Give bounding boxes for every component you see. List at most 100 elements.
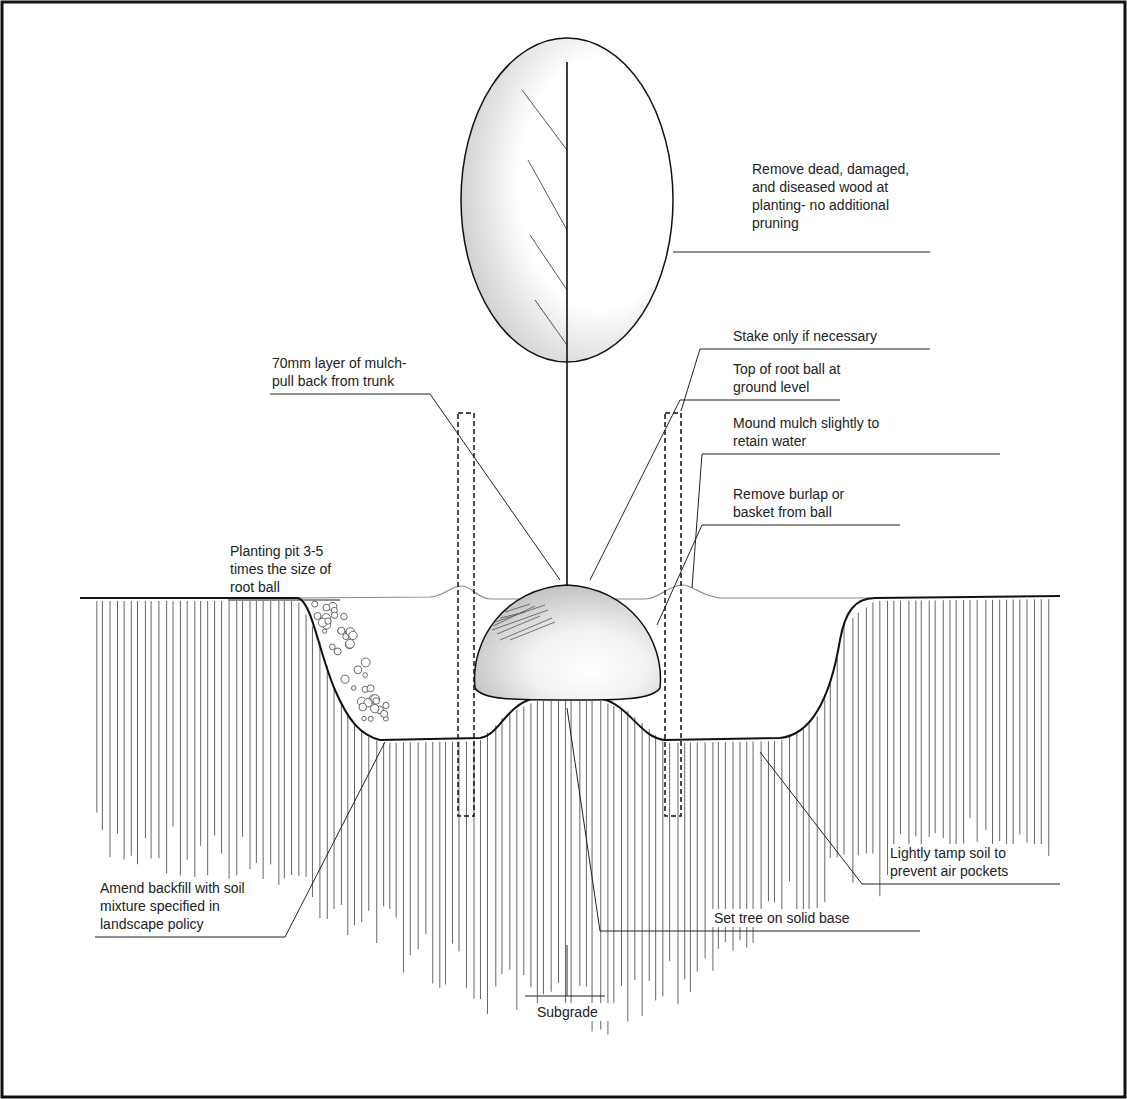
hatch-stroke xyxy=(852,618,853,883)
gravel-dot xyxy=(351,686,356,691)
hatch-stroke xyxy=(662,741,663,996)
hatch-stroke xyxy=(1034,599,1035,847)
hatch-stroke xyxy=(509,713,510,970)
hatch-stroke xyxy=(214,601,215,835)
hatch-stroke xyxy=(817,716,818,908)
gravel-dot xyxy=(341,613,348,620)
hatch-stroke xyxy=(96,601,97,813)
gravel-dot xyxy=(363,673,368,678)
hatch-stroke xyxy=(977,600,978,842)
hatch-stroke xyxy=(236,601,237,875)
hatch-stroke xyxy=(607,704,608,1035)
hatch-stroke xyxy=(634,717,635,980)
hatch-stroke xyxy=(956,600,957,879)
hatch-stroke xyxy=(872,602,873,853)
hatch-stroke xyxy=(347,713,348,935)
gravel-dot xyxy=(368,716,373,721)
hatch-stroke xyxy=(915,601,916,837)
gravel-dot xyxy=(371,704,379,712)
hatch-stroke xyxy=(621,709,622,986)
hatch-stroke xyxy=(642,723,643,1016)
hatch-stroke xyxy=(999,600,1000,842)
hatch-stroke xyxy=(341,702,342,905)
hatch-stroke xyxy=(242,601,243,837)
stake xyxy=(665,413,681,816)
hatch-stroke xyxy=(312,627,313,898)
hatch-stroke xyxy=(1048,599,1049,856)
hatch-stroke xyxy=(761,741,762,911)
gravel-dot xyxy=(367,685,374,692)
hatch-stroke xyxy=(690,743,691,993)
backfill-gravel xyxy=(312,601,389,721)
hatch-stroke xyxy=(879,601,880,896)
hatch-stroke xyxy=(459,741,460,951)
gravel-dot xyxy=(381,710,388,717)
hatch-stroke xyxy=(887,601,888,875)
hatch-stroke xyxy=(985,600,986,830)
gravel-dot xyxy=(331,612,337,618)
hatch-stroke xyxy=(1013,600,1014,854)
gravel-dot xyxy=(334,648,341,655)
hatch-stroke xyxy=(221,601,222,854)
hatch-stroke xyxy=(180,601,181,875)
hatch-stroke xyxy=(992,600,993,863)
hatch-stroke xyxy=(921,600,922,856)
hatch-stroke xyxy=(627,711,628,1021)
callout-label: Planting pit 3-5 times the size of root … xyxy=(228,542,346,596)
hatch-stroke xyxy=(173,601,174,826)
hatch-stroke xyxy=(102,601,103,830)
gravel-dot xyxy=(373,698,380,705)
gravel-dot xyxy=(362,716,366,720)
hatch-stroke xyxy=(866,608,867,854)
hatch-stroke xyxy=(1041,599,1042,852)
hatch-stroke xyxy=(830,683,831,858)
gravel-dot xyxy=(354,666,362,674)
hatch-stroke xyxy=(487,733,488,1014)
hatch-stroke xyxy=(278,601,279,885)
hatch-stroke xyxy=(418,742,419,949)
hatch-stroke xyxy=(565,701,566,1022)
hatch-stroke xyxy=(592,701,593,1031)
hatch-stroke xyxy=(697,742,698,971)
hatch-stroke xyxy=(151,601,152,858)
hatch-stroke xyxy=(501,718,502,974)
callout-label: Remove dead, damaged, and diseased wood … xyxy=(750,160,928,232)
hatch-stroke xyxy=(949,600,950,854)
hatch-stroke xyxy=(306,615,307,877)
hatch-stroke xyxy=(705,742,706,958)
gravel-dot xyxy=(361,658,370,667)
callout-label: Subgrade xyxy=(535,1003,615,1021)
hatch-stroke xyxy=(145,601,146,838)
hatch-stroke xyxy=(844,623,845,855)
hatch-stroke xyxy=(908,601,909,878)
hatch-stroke xyxy=(655,735,656,1000)
hatch-stroke xyxy=(158,601,159,858)
hatch-stroke xyxy=(571,701,572,1010)
callout-label: Set tree on solid base xyxy=(712,909,912,927)
hatch-stroke xyxy=(600,701,601,1030)
burlap-texture xyxy=(492,604,555,640)
hatch-stroke xyxy=(543,701,544,994)
callout-label: Amend backfill with soil mixture specifi… xyxy=(98,879,278,933)
callout-label: Lightly tamp soil to prevent air pockets xyxy=(888,844,1048,880)
branches xyxy=(522,90,567,345)
hatch-stroke xyxy=(166,601,167,873)
hatch-stroke xyxy=(250,601,251,869)
hatch-stroke xyxy=(389,743,390,909)
hatch-stroke xyxy=(334,690,335,909)
gravel-dot xyxy=(359,703,367,711)
hatch-stroke xyxy=(935,600,936,833)
callout-label: 70mm layer of mulch- pull back from trun… xyxy=(270,354,428,390)
hatch-stroke xyxy=(117,601,118,833)
hatch-stroke xyxy=(495,725,496,986)
hatch-stroke xyxy=(200,601,201,846)
hatch-stroke xyxy=(943,600,944,838)
callout-label: Mound mulch slightly to retain water xyxy=(731,414,901,450)
hatch-stroke xyxy=(858,613,859,856)
gravel-dot xyxy=(312,601,318,607)
gravel-dot xyxy=(346,639,355,648)
hatch-stroke xyxy=(803,728,804,924)
hatch-stroke xyxy=(774,741,775,902)
hatch-stroke xyxy=(187,601,188,860)
